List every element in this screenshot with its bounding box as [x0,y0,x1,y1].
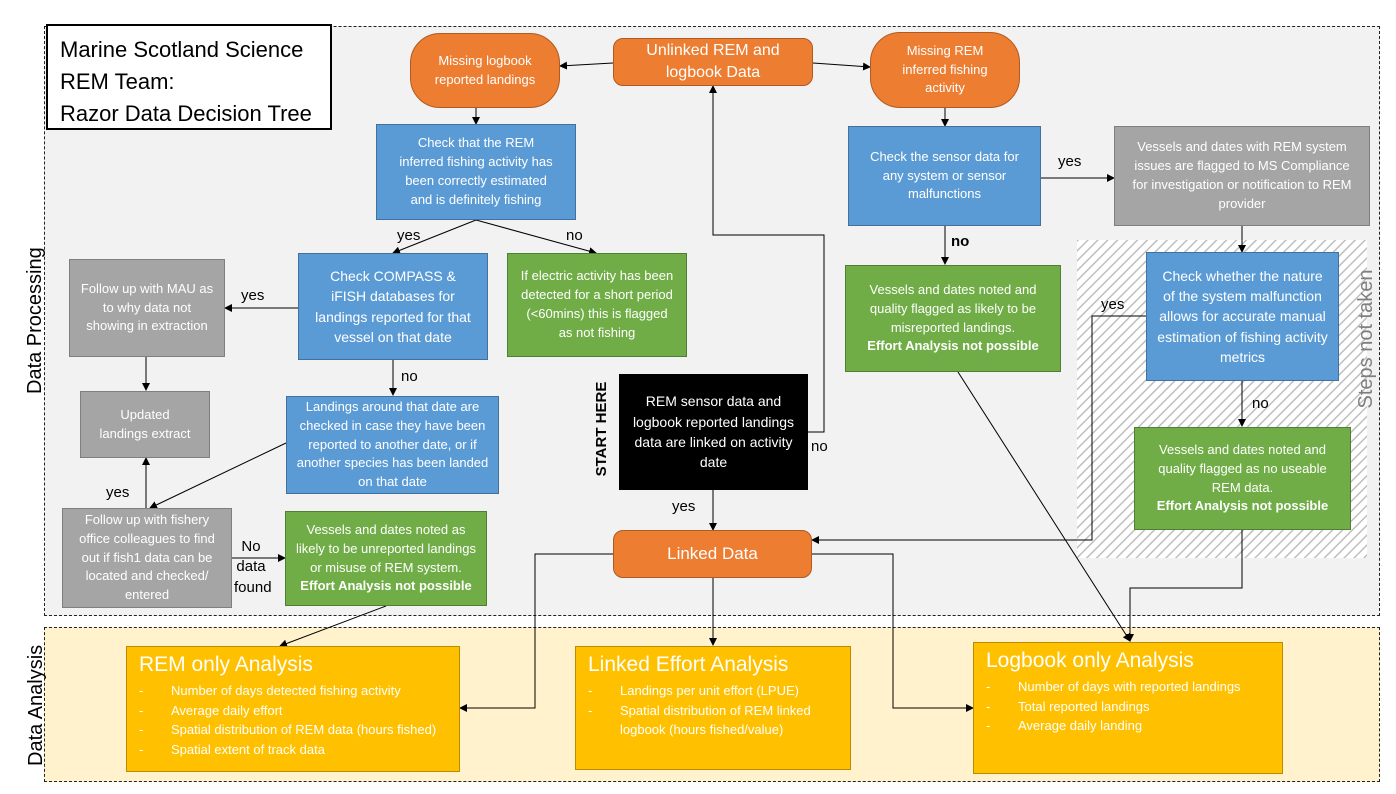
edge-landings-fishery [149,442,287,509]
edge-unlinked-missing-logbook [559,61,614,70]
node-follow-fishery: Follow up with fishery office colleagues… [62,508,232,608]
title-line-1: Marine Scotland Science [60,37,304,62]
node-check-sensor: Check the sensor data for any system or … [848,126,1041,226]
edge-unreported-rem-only [279,605,387,648]
node-vessels-issues: Vessels and dates with REM system issues… [1114,126,1370,226]
title-line-2: REM Team: [60,68,175,94]
logbook-only-title: Logbook only Analysis [986,649,1194,672]
node-follow-up-mau: Follow up with MAU as to why data not sh… [69,259,225,357]
node-linked-data: Linked Data [613,530,812,578]
misreported-text-wrap: Vessels and dates noted and quality flag… [854,281,1052,356]
analysis-rem-only: REM only Analysis Number of days detecte… [126,646,460,772]
analysis-linked: Linked Effort Analysis Landings per unit… [575,646,851,770]
label-no-compass: no [401,368,418,385]
node-unlinked-data: Unlinked REM and logbook Data [613,38,813,86]
edge-linked-rem-only [459,553,613,712]
logbook-only-item: Average daily landing [986,716,1270,736]
unreported-text: Vessels and dates noted as likely to be … [296,521,476,575]
node-unreported: Vessels and dates noted as likely to be … [285,511,487,606]
no-useable-text-wrap: Vessels and dates noted and quality flag… [1145,441,1340,516]
label-no-nature: no [1252,395,1269,412]
linked-analysis-item: Spatial distribution of REM linked logbo… [588,701,838,740]
title-line-3: Razor Data Decision Tree [60,100,312,126]
rem-only-item: Average daily effort [139,701,447,721]
misreported-bold: Effort Analysis not possible [867,338,1039,354]
logbook-only-item: Total reported landings [986,697,1270,717]
edge-no-useable-logbook [1126,530,1243,642]
node-check-rem-inferred: Check that the REM inferred fishing acti… [376,124,576,220]
rem-only-list: Number of days detected fishing activity… [139,681,447,759]
node-updated-extract: Updated landings extract [80,391,210,458]
label-yes-fishery: yes [106,484,130,501]
linked-analysis-list: Landings per unit effort (LPUE) Spatial … [588,681,838,740]
unreported-text-wrap: Vessels and dates noted as likely to be … [294,521,478,596]
edge-nature-linked [811,315,1146,544]
rem-only-title: REM only Analysis [139,653,313,676]
misreported-text: Vessels and dates noted and quality flag… [869,281,1037,335]
label-no-rem: no [566,227,583,244]
edge-unlinked-missing-rem [812,62,871,71]
label-yes-rem: yes [397,227,421,244]
rem-only-item: Number of days detected fishing activity [139,681,447,701]
node-check-compass: Check COMPASS & iFISH databases for land… [298,253,488,360]
diagram-title: Marine Scotland Science REM Team: Razor … [46,24,332,130]
edge-check-compass [392,219,477,255]
node-missing-rem: Missing REM inferred fishing activity [870,32,1020,108]
label-no-sensor: no [951,233,970,250]
logbook-only-list: Number of days with reported landings To… [986,677,1270,736]
unreported-bold: Effort Analysis not possible [300,578,472,594]
edge-check-electric [475,219,597,256]
logbook-only-item: Number of days with reported landings [986,677,1270,697]
label-yes-compass: yes [241,287,265,304]
edge-start-unlinked [709,85,825,433]
no-useable-bold: Effort Analysis not possible [1156,498,1329,514]
analysis-logbook-only: Logbook only Analysis Number of days wit… [973,642,1283,774]
node-landings-around: Landings around that date are checked in… [286,396,499,494]
no-useable-text: Vessels and dates noted and quality flag… [1158,441,1327,495]
rem-only-item: Spatial extent of track data [139,740,447,760]
linked-analysis-title: Linked Effort Analysis [588,653,789,676]
label-yes-start: yes [672,498,696,515]
rem-only-item: Spatial distribution of REM data (hours … [139,720,447,740]
node-electric-activity: If electric activity has been detected f… [507,253,687,357]
linked-analysis-item: Landings per unit effort (LPUE) [588,681,838,701]
node-no-useable: Vessels and dates noted and quality flag… [1134,427,1351,530]
edge-misreported-logbook [957,371,1131,642]
node-check-nature: Check whether the nature of the system m… [1146,252,1339,381]
label-yes-nature: yes [1101,296,1125,313]
edge-linked-logbook-only [812,553,974,712]
node-missing-logbook: Missing logbook reported landings [410,33,560,108]
label-no-data-found: No data found [234,538,272,596]
label-yes-sensor: yes [1058,153,1082,170]
label-no-start: no [811,438,828,455]
node-rem-sensor-linked: REM sensor data and logbook reported lan… [619,374,808,490]
node-misreported: Vessels and dates noted and quality flag… [845,265,1061,372]
